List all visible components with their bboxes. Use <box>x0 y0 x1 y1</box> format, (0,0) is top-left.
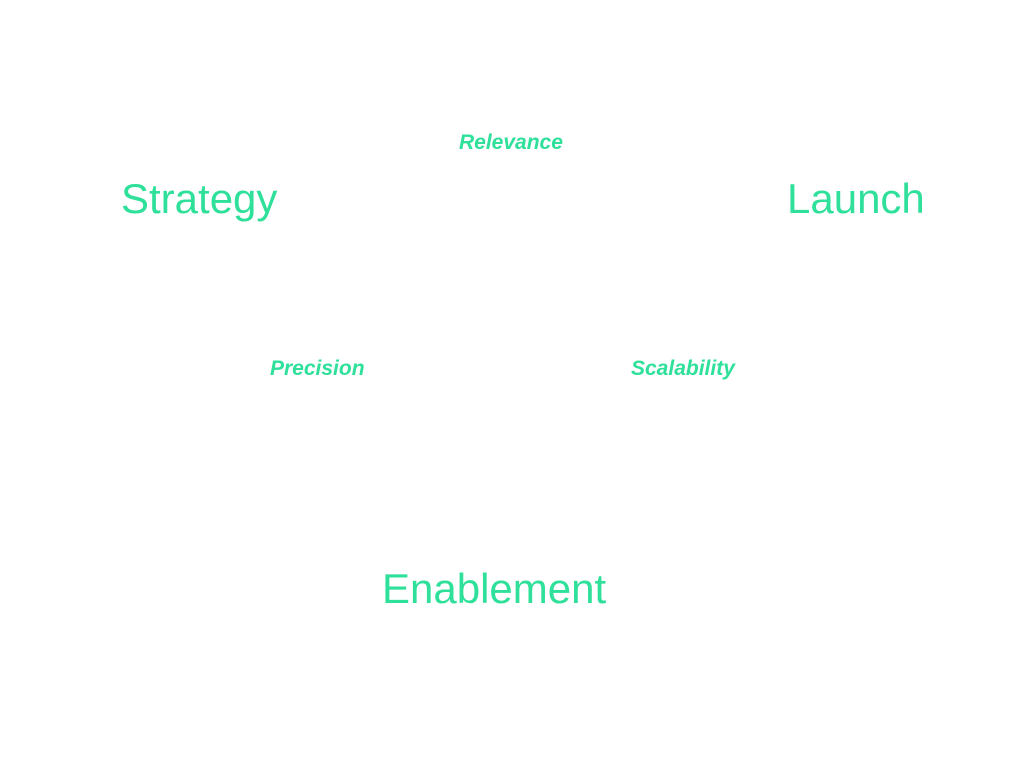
edge-label-precision: Precision <box>270 357 365 380</box>
edge-label-scalability: Scalability <box>631 357 735 380</box>
node-strategy: Strategy <box>121 175 278 222</box>
edge-label-relevance: Relevance <box>459 131 563 154</box>
node-launch: Launch <box>787 175 925 222</box>
node-enablement: Enablement <box>382 565 607 612</box>
